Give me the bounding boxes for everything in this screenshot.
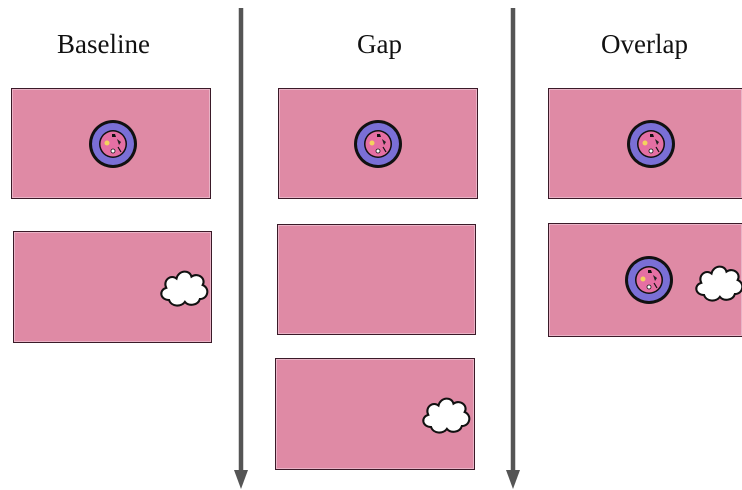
right-divider-arrow xyxy=(506,8,520,489)
baseline-bottom-panel xyxy=(13,231,212,343)
baseline-top-panel xyxy=(11,88,211,199)
badge-icon xyxy=(354,120,402,168)
left-divider-arrow xyxy=(234,8,248,489)
gap-heading: Gap xyxy=(357,29,402,59)
overlap-heading: Overlap xyxy=(601,29,688,59)
gap-middle-panel xyxy=(277,224,476,335)
badge-icon xyxy=(89,120,137,168)
overlap-top-panel xyxy=(548,88,742,199)
baseline-heading: Baseline xyxy=(57,29,150,59)
gap-bottom-panel xyxy=(275,358,475,470)
cloud-icon xyxy=(160,270,209,307)
badge-icon xyxy=(625,256,673,304)
gap-top-panel xyxy=(278,88,478,199)
cloud-icon xyxy=(695,265,742,302)
badge-icon xyxy=(627,120,675,168)
overlap-bottom-panel xyxy=(548,223,742,337)
cloud-icon xyxy=(422,397,471,434)
